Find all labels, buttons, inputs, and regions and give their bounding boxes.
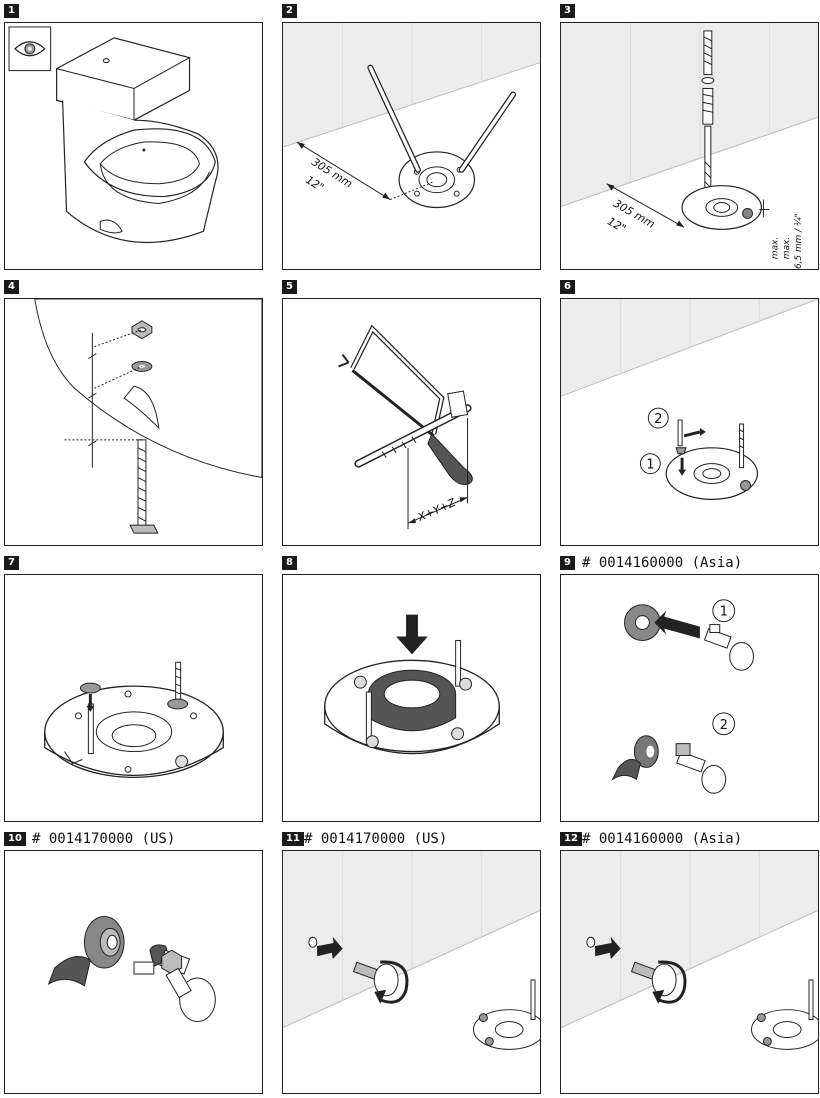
step-number: 9	[560, 556, 575, 570]
step-9-illustration: 1 2	[560, 574, 819, 822]
step-2: 2 305 mm 12"	[282, 4, 542, 270]
step-11: 11 # 0014170000 (US)	[282, 831, 542, 1098]
eye-icon	[14, 41, 46, 57]
step-12-illustration	[560, 850, 819, 1094]
tape-roll-icon	[47, 915, 125, 987]
max-label-1: max.	[770, 237, 780, 259]
tape-roll-icon	[611, 735, 659, 781]
toilet-drawing	[8, 26, 219, 244]
valve-icon	[675, 743, 727, 794]
valve-us-drawing	[47, 915, 216, 1023]
step-1: 1	[4, 4, 264, 270]
step-8-illustration	[282, 574, 541, 822]
valve-icon	[703, 624, 754, 671]
step-number: 3	[560, 4, 575, 18]
valve-icon	[352, 961, 399, 997]
step-12: 12 # 0014160000 (Asia)	[560, 831, 820, 1098]
step-caption: # 0014170000 (US)	[304, 831, 448, 847]
dimension-in: 12"	[605, 215, 628, 236]
step-number: 1	[4, 4, 19, 18]
max-dimension: 6,5 mm / ¼"	[793, 213, 804, 269]
step-10-illustration	[4, 850, 263, 1094]
step-marker-2: 2	[654, 412, 662, 427]
step-caption: # 0014160000 (Asia)	[582, 831, 743, 847]
flange-bolt-drawing: 2 1	[561, 299, 818, 500]
step-number: 8	[282, 556, 297, 570]
step-number: 7	[4, 556, 19, 570]
step-5-illustration: X+Y+Z	[282, 298, 541, 546]
step-2-illustration: 305 mm 12"	[282, 22, 541, 270]
valve-icon	[630, 961, 677, 997]
step-number: 11	[282, 832, 304, 846]
flange-seal-drawing	[324, 614, 500, 755]
option-marker-1: 1	[720, 605, 728, 620]
bolt-assembly-drawing	[34, 299, 262, 534]
step-3-illustration: 305 mm 12" max. max. 6,5 mm / ¼"	[560, 22, 819, 270]
step-4: 4	[4, 280, 264, 546]
cut-bolt-drawing: X+Y+Z	[338, 324, 473, 530]
flange-washer-drawing	[44, 661, 224, 778]
step-number: 2	[282, 4, 297, 18]
step-10: 10 # 0014170000 (US)	[4, 831, 264, 1098]
step-3: 3 305 mm 12"	[560, 4, 820, 270]
valve-asia-drawing: 1 2	[611, 599, 754, 794]
max-label-2: max.	[782, 237, 792, 259]
step-number: 6	[560, 280, 575, 294]
step-6: 6 2 1	[560, 280, 820, 546]
step-9: 9 # 0014160000 (Asia) 1 2	[560, 555, 820, 822]
step-1-illustration	[4, 22, 263, 270]
step-6-illustration: 2 1	[560, 298, 819, 546]
valve-install-us-drawing	[283, 851, 540, 1050]
step-number: 5	[282, 280, 297, 294]
step-4-illustration	[4, 298, 263, 546]
step-number: 4	[4, 280, 19, 294]
anchor-install-drawing: 305 mm 12" max. max. 6,5 mm / ¼"	[561, 23, 818, 269]
step-caption: # 0014160000 (Asia)	[582, 555, 743, 571]
step-11-illustration	[282, 850, 541, 1094]
option-marker-2: 2	[720, 718, 728, 733]
step-number: 10	[4, 832, 26, 846]
step-5: 5 X+Y+Z	[282, 280, 542, 546]
step-caption: # 0014170000 (US)	[32, 831, 176, 847]
step-7-illustration	[4, 574, 263, 822]
valve-icon	[133, 944, 216, 1023]
step-marker-1: 1	[646, 458, 654, 473]
cut-formula: X+Y+Z	[415, 496, 458, 525]
dimension-in: 12"	[303, 173, 326, 194]
step-number: 12	[560, 832, 582, 846]
step-8: 8	[282, 556, 542, 822]
flange-drill-drawing: 305 mm 12"	[283, 23, 540, 209]
step-7: 7	[4, 556, 264, 822]
valve-install-asia-drawing	[561, 851, 818, 1050]
